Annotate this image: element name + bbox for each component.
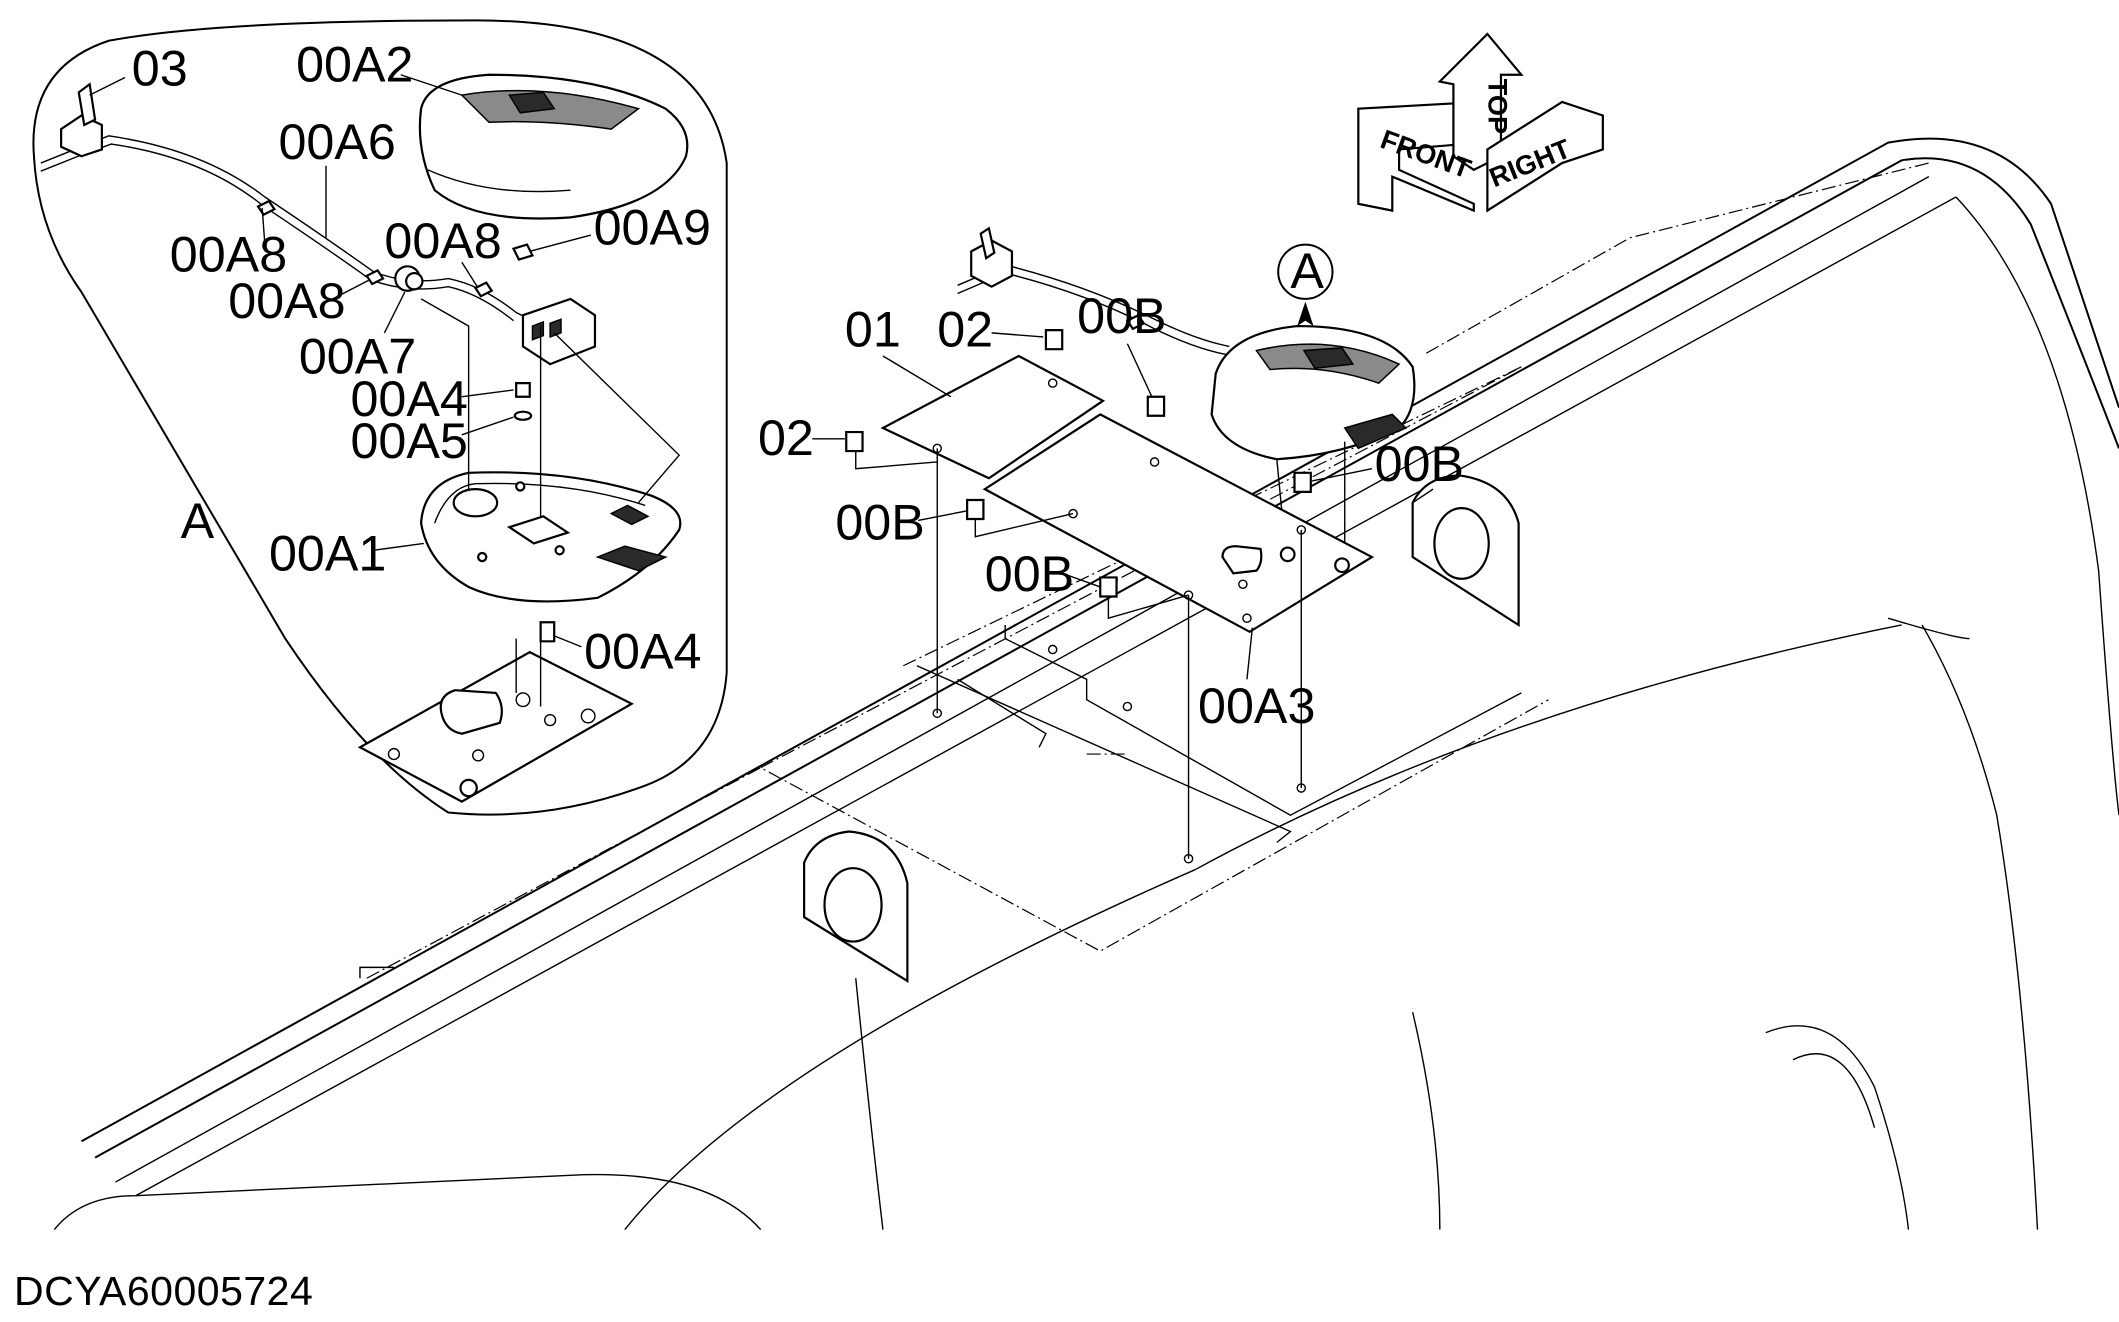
callout-00A1: 00A1 [269, 526, 386, 582]
lifting-lug-left [804, 832, 907, 981]
detail-marker-circle [1278, 245, 1332, 299]
callout-00B-right: 00B [1375, 436, 1464, 492]
callout-00A3: 00A3 [1198, 678, 1315, 734]
detail-marker-letter: A [1290, 243, 1324, 299]
callout-02-top: 02 [937, 301, 993, 357]
document-id: DCYA60005724 [14, 1268, 314, 1314]
callout-00B-top: 00B [1077, 288, 1166, 344]
callout-00A6: 00A6 [278, 114, 395, 170]
callout-03: 03 [132, 41, 188, 97]
callout-00A9: 00A9 [594, 200, 711, 256]
direction-top-label: TOP [1483, 79, 1514, 134]
cab-body [54, 139, 2119, 1230]
main-assembly: A 01 [758, 228, 1464, 863]
callout-00B-mid: 00B [835, 494, 924, 550]
detail-view-a: 03 00A2 00A6 00A8 00A8 00A8 00A9 00A7 00… [33, 20, 726, 814]
callout-02-left: 02 [758, 410, 814, 466]
callout-00B-low: 00B [985, 546, 1074, 602]
direction-indicator: FRONT TOP RIGHT [1358, 34, 1603, 211]
callout-00A4-bottom: 00A4 [584, 623, 701, 679]
callout-00A7: 00A7 [299, 329, 416, 385]
callout-00A8-b: 00A8 [228, 273, 345, 329]
callout-00A8-c: 00A8 [384, 213, 501, 269]
lifting-lug-right [1413, 476, 1519, 625]
callout-00A5: 00A5 [350, 413, 467, 469]
callout-00A4-top: 00A4 [350, 371, 467, 427]
callout-00A8-a: 00A8 [170, 227, 287, 283]
detail-view-letter: A [181, 493, 215, 549]
callout-00A2: 00A2 [296, 37, 413, 93]
callout-01: 01 [845, 301, 901, 357]
